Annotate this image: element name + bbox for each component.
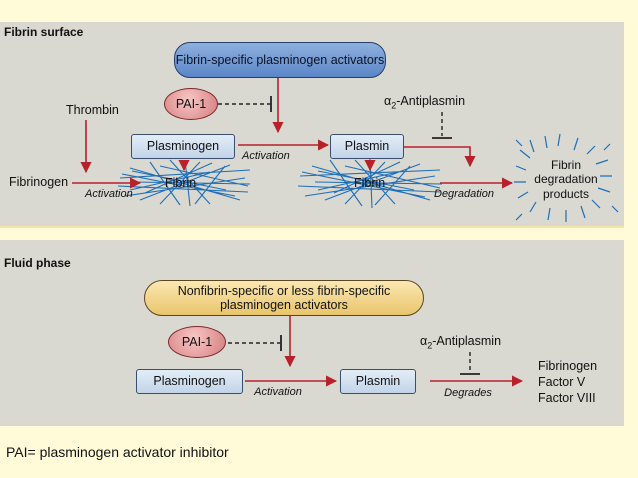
plasminogen-box-bottom: Plasminogen	[136, 369, 243, 394]
fibrin-label-right: Fibrin	[354, 176, 386, 190]
activation-label-mid: Activation	[242, 150, 290, 162]
thrombin-label: Thrombin	[66, 103, 119, 117]
fluid-phase-title: Fluid phase	[4, 256, 71, 270]
degrades-label: Degrades	[444, 387, 492, 399]
pai-1-bottom: PAI-1	[168, 326, 226, 358]
target-factor-v: Factor V	[538, 375, 586, 389]
antiplasmin-bottom: α2-Antiplasmin	[420, 334, 502, 351]
fibrin-mesh-left	[117, 159, 251, 207]
panel-divider	[0, 226, 624, 228]
target-fibrinogen: Fibrinogen	[538, 359, 598, 373]
plasmin-box-top: Plasmin	[330, 134, 404, 159]
plasminogen-box-top: Plasminogen	[131, 134, 235, 159]
nonfibrin-activators-pill: Nonfibrin-specific or less fibrin-specif…	[144, 280, 424, 316]
antiplasmin-top: α2-Antiplasmin	[384, 94, 466, 111]
fibrin-mesh-right	[297, 157, 443, 209]
fluid-phase-panel	[0, 240, 624, 426]
fibrin-surface-title: Fibrin surface	[4, 25, 84, 39]
fibrin-specific-activators-pill: Fibrin-specific plasminogen activators	[174, 42, 386, 78]
fibrin-fragments	[514, 133, 619, 222]
activation-label-bottom: Activation	[254, 386, 302, 398]
legend-text: PAI= plasminogen activator inhibitor	[6, 444, 229, 460]
fibrinogen-label: Fibrinogen	[9, 175, 69, 189]
degradation-label: Degradation	[434, 188, 494, 200]
plasmin-box-bottom: Plasmin	[340, 369, 416, 394]
fibrin-degradation-products: Fibrin degradation products	[534, 158, 598, 201]
pai-1-top: PAI-1	[164, 88, 218, 120]
target-factor-viii: Factor VIII	[538, 391, 596, 405]
degraded-targets: Fibrinogen Factor V Factor VIII	[538, 358, 597, 406]
fibrin-label-left: Fibrin	[165, 176, 197, 190]
activation-label-left: Activation	[85, 188, 133, 200]
